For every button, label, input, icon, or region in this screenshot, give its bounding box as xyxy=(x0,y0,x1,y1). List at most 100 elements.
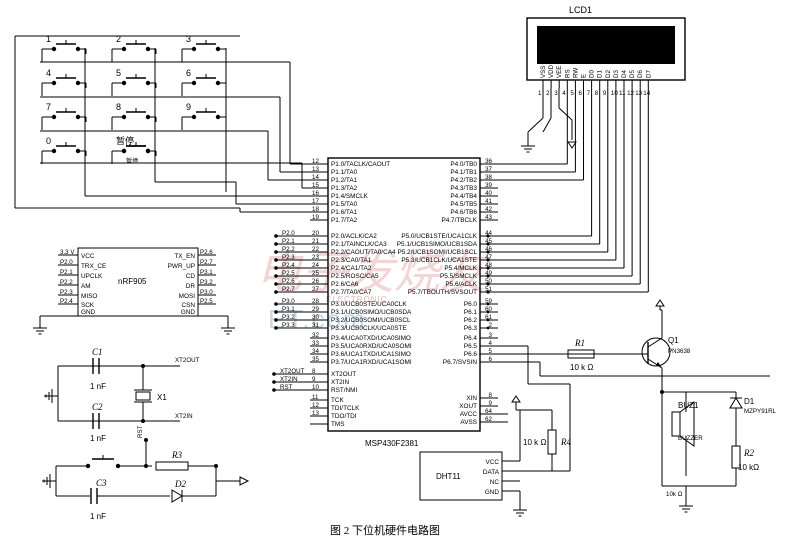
mcu-pin-label: P5.3/UCB1CLK/UCA1STE xyxy=(401,257,477,264)
key-contact-right xyxy=(145,46,151,52)
key-switch-5[interactable]: 5 xyxy=(111,68,157,96)
lcd-pin-number: 1 xyxy=(538,90,542,97)
mcu-pin-label: TCK xyxy=(331,397,345,404)
mcu-pin-number: 45 xyxy=(485,238,492,245)
key-contact-right xyxy=(75,46,81,52)
net-dot xyxy=(486,258,490,262)
net-label: P2.1 xyxy=(282,238,295,245)
bottom-value: 10k Ω xyxy=(666,491,683,498)
mcu-pin-number: 60 xyxy=(485,306,492,313)
wire-vss-b xyxy=(527,117,544,133)
nrf-pin-label: TX_EN xyxy=(174,253,195,260)
key-switch-2[interactable]: 2 xyxy=(111,34,157,62)
mcu-pin-number: 49 xyxy=(485,270,492,277)
buz-part: BUZZER xyxy=(678,435,703,442)
nrf-net-label: P2.2 xyxy=(60,279,73,286)
mcu-net-P2.7: P2.7 xyxy=(274,286,310,294)
key-contact-right xyxy=(75,148,81,154)
mcu-pin-label: XT2IN xyxy=(331,379,349,386)
c2-label: C2 xyxy=(92,402,103,412)
key-switch-pause[interactable]: 暂停 xyxy=(121,142,151,165)
nrf-pin-label: MISO xyxy=(81,293,97,300)
mcu-pin-label: P3.1/UCB0SIMO/UCB0SDA xyxy=(331,309,412,316)
net-dot xyxy=(486,302,490,306)
mcu-pin-label: P4.3/TB3 xyxy=(450,185,477,192)
watermark-sub: ELECTRONIC xyxy=(326,295,388,304)
nrf-pin-label: GND xyxy=(181,309,196,316)
nrf-left-pin: VCC xyxy=(58,253,95,260)
lcd-pin-number: 3 xyxy=(554,90,558,97)
lcd-body xyxy=(526,17,686,81)
r4-body xyxy=(547,429,557,455)
nrf-right-pin: GND xyxy=(181,309,196,316)
lcd-pin-label: VDD xyxy=(548,64,555,78)
mcu-left-pin: TMS xyxy=(310,421,345,428)
nrf-left-pin: SCK xyxy=(58,302,95,309)
net-xt2out-label: XT2OUT xyxy=(175,357,200,364)
c1-value: 1 nF xyxy=(90,382,106,391)
mcu-pin-label: P6.4 xyxy=(464,335,478,342)
net-label: P2.2 xyxy=(282,246,295,253)
key-switch-0[interactable]: 0 xyxy=(41,136,87,164)
r2-value: 10 kΩ xyxy=(738,463,759,472)
lcd-pin-number: 6 xyxy=(579,90,583,97)
lcd-pin-number: 14 xyxy=(643,90,650,97)
mcu-right-pin: 39 P4.3/TB3 xyxy=(450,182,498,192)
mcu-pin-number: 9 xyxy=(489,400,493,407)
mcu-pin-number: 62 xyxy=(485,416,492,423)
mcu-pin-number: 10 xyxy=(312,384,319,391)
net-label: P3.1 xyxy=(282,306,295,313)
key-switch-1[interactable]: 1 xyxy=(41,34,87,62)
mcu-pin-label: P2.7/TA0/CA7 xyxy=(331,289,372,296)
nrf-pin-label: VCC xyxy=(81,253,95,260)
mcu-pin-number: 40 xyxy=(485,190,492,197)
mcu-pin-number: 12 xyxy=(312,158,319,165)
mcu-pin-number: 8 xyxy=(312,368,316,375)
reset-vcc-arrow xyxy=(239,476,250,486)
key-switch-7[interactable]: 7 xyxy=(41,102,87,130)
nrf-pin-label: MOSI xyxy=(179,293,196,300)
key-switch-9[interactable]: 9 xyxy=(181,102,227,130)
mcu-pin-label: RST/NMI xyxy=(331,387,357,394)
lcd-pin-number: 4 xyxy=(562,90,566,97)
net-label: P2.3 xyxy=(282,254,295,261)
lcd-vcc-arrow xyxy=(567,141,577,149)
buz-horn xyxy=(679,401,695,447)
rst-dot xyxy=(144,438,148,442)
key-switch-4[interactable]: 4 xyxy=(41,68,87,96)
key-contact-right xyxy=(145,148,151,154)
mcu-net-P2.5: P2.5 xyxy=(274,270,310,278)
mcu-pin-number: 39 xyxy=(485,182,492,189)
net-dot xyxy=(486,282,490,286)
mcu-pin-number: 9 xyxy=(312,376,316,383)
c2-value: 1 nF xyxy=(90,434,106,443)
key-switch-3[interactable]: 3 xyxy=(181,34,227,62)
key-switch-8[interactable]: 8 xyxy=(111,102,157,130)
key-label: 4 xyxy=(46,68,51,78)
net-dot xyxy=(486,318,490,322)
key-switch-6[interactable]: 6 xyxy=(181,68,227,96)
d2-body xyxy=(171,489,183,503)
mcu-pin-label: P2.5/ROSC/CA5 xyxy=(331,273,379,280)
key-label: 1 xyxy=(46,34,51,44)
net-dot xyxy=(486,274,490,278)
nrf-pin-label: TRX_CE xyxy=(81,263,106,270)
nrf-pin-label: DR xyxy=(186,283,196,290)
